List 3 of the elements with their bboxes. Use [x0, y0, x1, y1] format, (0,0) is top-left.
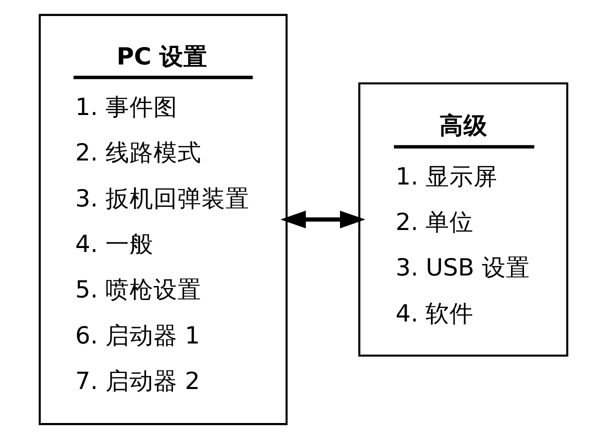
node-box: 高级 1. 显示屏 2. 单位 3. USB 设置 4. 软件 — [358, 82, 568, 357]
node-box: PC 设置 1. 事件图 2. 线路模式 3. 扳机回弹装置 4. 一般 5. 喷枪设置 6. 启动器 1 7. 启动器 2 — [38, 14, 288, 426]
arrow — [280, 210, 365, 228]
